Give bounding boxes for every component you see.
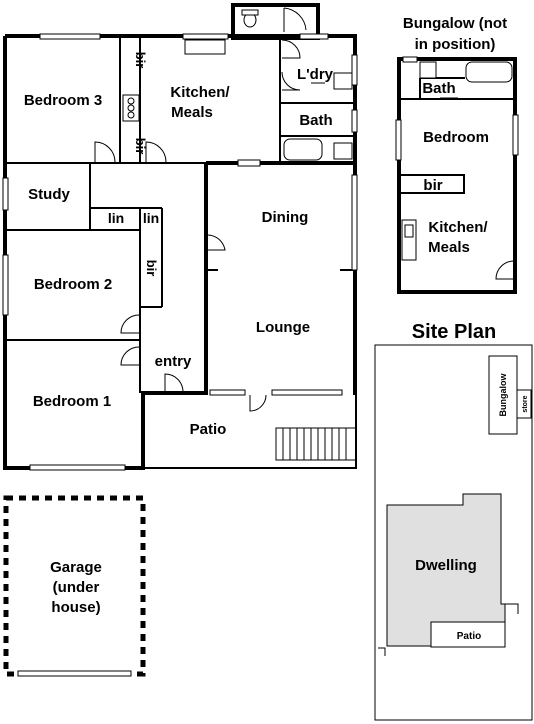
bungalow-title-line2: in position) <box>415 36 496 53</box>
site-steps <box>501 603 519 614</box>
toilet-door <box>283 7 307 32</box>
label-bir-mid: bir <box>133 138 148 155</box>
label-bath: Bath <box>299 112 332 129</box>
label-bedroom2: Bedroom 2 <box>34 276 112 293</box>
bungalow-bath <box>465 61 513 83</box>
door-bed1 <box>120 346 140 366</box>
window-kitchen-top <box>182 33 229 40</box>
bungalow-label-bir: bir <box>423 177 442 194</box>
label-patio: Patio <box>190 421 227 438</box>
door-bath <box>281 71 301 91</box>
bungalow-window-right <box>512 114 519 156</box>
label-lin-1: lin <box>108 210 124 226</box>
site-patio <box>430 621 506 648</box>
kitchen-cooktop <box>122 94 140 122</box>
label-kitchen-line1: Kitchen/ <box>170 84 230 101</box>
bungalow-title-line1: Bungalow (not <box>403 15 507 32</box>
site-store <box>516 389 532 419</box>
label-bir-hall: bir <box>144 260 159 277</box>
window-east-2 <box>351 109 358 133</box>
garage-door <box>17 670 132 677</box>
door-bed2 <box>120 314 140 334</box>
main-house: Bedroom 3 Kitchen/ Meals L'dry Bath Stud… <box>2 3 358 471</box>
window-laundry-top <box>299 33 329 40</box>
site-plan: Site Plan Bungalow store Dwelling Patio <box>374 321 533 721</box>
garage: Garage (under house) <box>3 495 146 677</box>
window-bed3-top <box>39 33 101 40</box>
patio-steps <box>275 427 357 461</box>
window-lounge-south-2 <box>271 389 343 396</box>
label-entry: entry <box>155 353 192 370</box>
window-bed2 <box>2 254 9 316</box>
door-bed3 <box>94 141 116 163</box>
label-bedroom3: Bedroom 3 <box>24 92 102 109</box>
bungalow-label-kitchen-line1: Kitchen/ <box>428 219 488 236</box>
label-garage-line2: (under <box>53 579 100 596</box>
site-label-bungalow: Bungalow <box>498 373 508 417</box>
window-bed1 <box>29 464 126 471</box>
toilet-cistern <box>241 9 259 16</box>
label-bir-top: bir <box>133 52 148 69</box>
door-entry <box>164 373 184 393</box>
label-study: Study <box>28 186 70 203</box>
window-east-1 <box>351 54 358 86</box>
bungalow-window-top <box>402 56 418 63</box>
door-kitchen <box>145 141 167 163</box>
label-dining: Dining <box>262 209 309 226</box>
bungalow-label-bath: Bath <box>422 80 455 97</box>
bungalow-label-bedroom: Bedroom <box>423 129 489 146</box>
site-bungalow <box>488 355 518 435</box>
site-label-patio: Patio <box>457 631 481 642</box>
site-gate <box>378 647 386 656</box>
interior-walls <box>5 38 355 393</box>
window-kitchen-dining <box>237 159 261 167</box>
bungalow-basin <box>419 61 437 79</box>
door-laundry <box>281 39 301 59</box>
label-garage-line1: Garage <box>50 559 102 576</box>
bungalow-label-kitchen-line2: Meals <box>428 239 470 256</box>
bungalow-bir-box <box>399 174 465 194</box>
window-lounge-south-1 <box>209 389 246 396</box>
bathtub <box>283 138 323 161</box>
window-study <box>2 177 9 211</box>
site-label-dwelling: Dwelling <box>415 557 477 574</box>
site-plan-title: Site Plan <box>412 321 496 343</box>
label-garage-line3: house) <box>51 599 100 616</box>
label-lin-2: lin <box>143 210 159 226</box>
door-dining <box>206 234 226 251</box>
bath-basin <box>333 142 353 160</box>
laundry-tub <box>333 72 353 90</box>
window-dining-east <box>351 174 358 271</box>
label-laundry: L'dry <box>297 66 334 83</box>
door-patio <box>249 394 267 412</box>
label-kitchen-line2: Meals <box>171 104 213 121</box>
label-bedroom1: Bedroom 1 <box>33 393 111 410</box>
kitchen-sink <box>184 39 226 55</box>
bungalow-window-left <box>395 119 402 161</box>
bungalow-door <box>495 260 515 280</box>
bungalow: Bungalow (not in position) Bath Bedroom … <box>395 15 519 294</box>
label-lounge: Lounge <box>256 319 310 336</box>
site-label-store: store <box>522 395 529 412</box>
